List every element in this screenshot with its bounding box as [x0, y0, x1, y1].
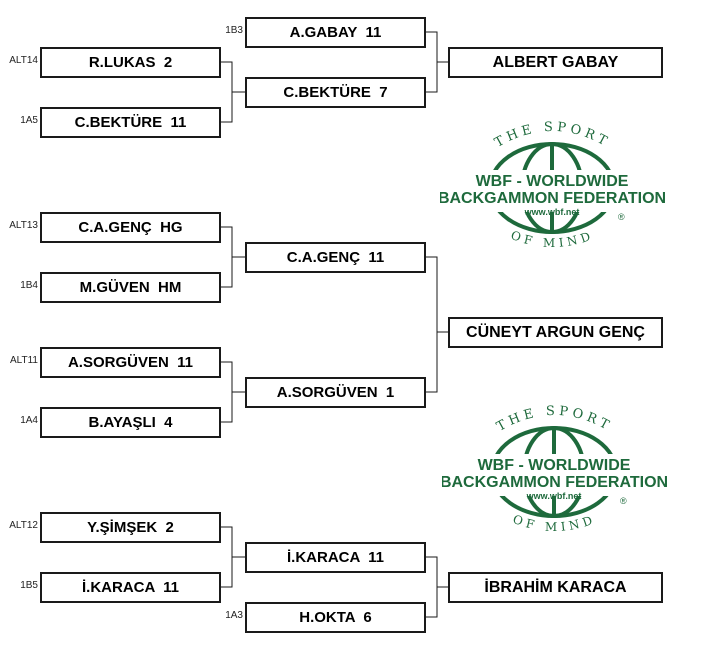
seed-label: 1B3 [225, 25, 243, 36]
seed-label: 1A3 [225, 610, 243, 621]
player-slot: A.SORGÜVEN 1 [245, 377, 426, 408]
svg-text:WBF - WORLDWIDE: WBF - WORLDWIDE [478, 457, 631, 474]
seed-label: 1B5 [20, 580, 38, 591]
svg-text:®: ® [618, 212, 625, 222]
player-slot: Y.ŞİMŞEK 2 [40, 512, 221, 543]
seed-label: ALT13 [9, 220, 38, 231]
svg-text:BACKGAMMON FEDERATION: BACKGAMMON FEDERATION [442, 474, 667, 491]
player-slot: A.GABAY 11 [245, 17, 426, 48]
player-slot: A.SORGÜVEN 11 [40, 347, 221, 378]
player-slot: M.GÜVEN HM [40, 272, 221, 303]
wbf-logo: THE SPORT WBF - WORLDWIDE BACKGAMMON FED… [442, 404, 667, 534]
svg-text:WBF - WORLDWIDE: WBF - WORLDWIDE [476, 173, 629, 190]
winner-slot: ALBERT GABAY [448, 47, 663, 78]
wbf-logo: THE SPORT WBF - WORLDWIDE BACKGAMMON FED… [440, 120, 665, 250]
svg-text:BACKGAMMON FEDERATION: BACKGAMMON FEDERATION [440, 190, 665, 207]
svg-text:www.wbf.net: www.wbf.net [526, 491, 582, 501]
player-slot: R.LUKAS 2 [40, 47, 221, 78]
player-slot: C.A.GENÇ 11 [245, 242, 426, 273]
player-slot: İ.KARACA 11 [245, 542, 426, 573]
seed-label: 1A5 [20, 115, 38, 126]
seed-label: ALT14 [9, 55, 38, 66]
player-slot: C.A.GENÇ HG [40, 212, 221, 243]
player-slot: C.BEKTÜRE 11 [40, 107, 221, 138]
player-slot: C.BEKTÜRE 7 [245, 77, 426, 108]
svg-text:www.wbf.net: www.wbf.net [524, 207, 580, 217]
player-slot: H.OKTA 6 [245, 602, 426, 633]
seed-label: ALT11 [10, 355, 38, 366]
svg-text:®: ® [620, 496, 627, 506]
player-slot: B.AYAŞLI 4 [40, 407, 221, 438]
seed-label: 1B4 [20, 280, 38, 291]
seed-label: ALT12 [9, 520, 38, 531]
seed-label: 1A4 [20, 415, 38, 426]
winner-slot: İBRAHİM KARACA [448, 572, 663, 603]
player-slot: İ.KARACA 11 [40, 572, 221, 603]
winner-slot: CÜNEYT ARGUN GENÇ [448, 317, 663, 348]
